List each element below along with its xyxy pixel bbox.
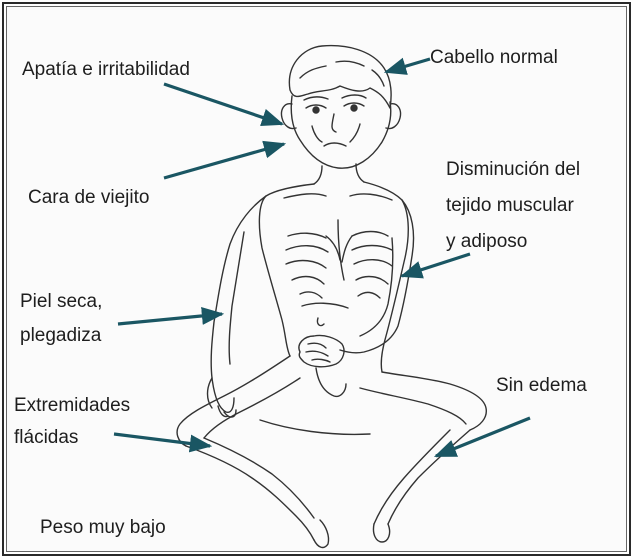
label-extremidades-line-1: Extremidades bbox=[14, 394, 130, 418]
arrow-edema bbox=[436, 418, 530, 456]
head bbox=[291, 96, 390, 168]
arrows bbox=[114, 59, 530, 456]
left-arm bbox=[211, 196, 266, 412]
mouth bbox=[324, 143, 346, 146]
nose bbox=[332, 114, 336, 132]
hair bbox=[289, 46, 391, 108]
left-foot bbox=[314, 520, 329, 547]
right-thigh bbox=[382, 372, 486, 430]
label-cabello-normal: Cabello normal bbox=[430, 46, 558, 70]
label-tejido-line-3: y adiposo bbox=[446, 230, 527, 254]
arrow-cara bbox=[164, 144, 284, 178]
right-foot bbox=[373, 524, 389, 542]
ribs bbox=[286, 220, 392, 298]
navel bbox=[317, 318, 324, 326]
label-peso-muy-bajo: Peso muy bajo bbox=[40, 516, 166, 540]
arrow-cabello bbox=[386, 59, 430, 72]
label-piel-line-1: Piel seca, bbox=[20, 290, 102, 314]
neck bbox=[314, 164, 364, 184]
label-sin-edema: Sin edema bbox=[496, 374, 587, 398]
right-ear bbox=[386, 104, 401, 129]
label-extremidades-line-2: flácidas bbox=[14, 426, 78, 450]
label-cara-de-viejito: Cara de viejito bbox=[28, 186, 149, 210]
clasped-hands bbox=[299, 335, 344, 366]
arrow-extremidades bbox=[114, 434, 210, 446]
label-piel-line-2: plegadiza bbox=[20, 324, 101, 348]
torso-left bbox=[259, 184, 314, 356]
label-apatia: Apatía e irritabilidad bbox=[22, 58, 190, 82]
figure-line-art bbox=[177, 46, 486, 548]
arrow-piel bbox=[118, 314, 222, 324]
label-tejido-line-2: tejido muscular bbox=[446, 194, 574, 218]
right-shin bbox=[388, 430, 470, 524]
label-tejido-line-1: Disminución del bbox=[446, 158, 580, 182]
arrow-apatia bbox=[164, 84, 282, 124]
